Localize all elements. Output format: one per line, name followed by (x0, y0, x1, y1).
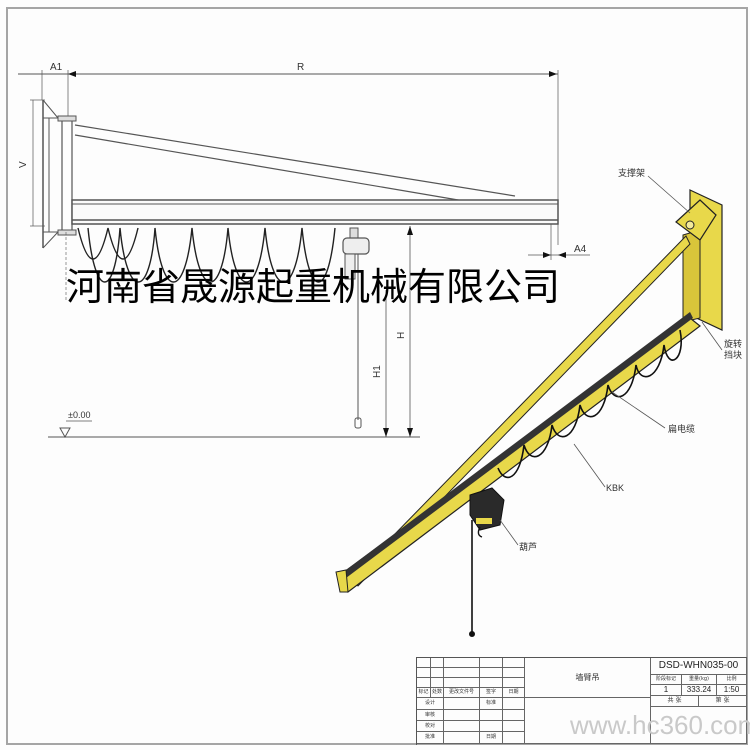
tb-total-sheets: 共 张 (651, 696, 699, 707)
tb-stage-value: 1 (651, 685, 682, 696)
tb-attr-scale: 比例 (717, 675, 747, 685)
tb-header-sign: 签字 (480, 688, 503, 698)
tb-header-date: 日期 (503, 688, 525, 698)
dim-v-label: V (18, 161, 29, 168)
dim-h1-label: H1 (372, 365, 383, 378)
iso-view (335, 189, 723, 637)
tb-design-label: 设计 (417, 698, 444, 710)
tb-weight-value: 333.24 (682, 685, 717, 696)
watermark: www.hc360.com (570, 710, 750, 740)
tb-header-count: 处数 (431, 688, 444, 698)
drawing-title: 墙臂吊 (525, 658, 651, 698)
tb-scale-value: 1:50 (717, 685, 747, 696)
tb-header-mark: 标记 (417, 688, 431, 698)
tb-sheet-number: 第 张 (699, 696, 747, 707)
side-view (18, 70, 590, 439)
callout-hoist: 葫芦 (519, 541, 537, 553)
callout-leaders (499, 175, 723, 546)
drawing-frame (6, 7, 748, 745)
callout-flat-cable: 扁电缆 (668, 423, 695, 435)
title-block: 标记 处数 更改文件号 签字 日期 设计 标准 审核 校对 批准 日期 墙臂吊 … (416, 657, 747, 745)
tb-standard-label: 标准 (480, 698, 503, 710)
drawing-number: DSD-WHN035-00 (651, 658, 747, 675)
callout-rotation-stop-label: 旋转挡块 (724, 340, 743, 361)
dim-h-label: H (396, 332, 407, 339)
ground-level-label: ±0.00 (68, 410, 90, 420)
tb-approve-label: 批准 (417, 732, 444, 744)
dim-r-label: R (297, 62, 304, 73)
callout-support-frame: 支撑架 (618, 167, 645, 179)
callout-kbk: KBK (606, 483, 624, 493)
dim-a4-label: A4 (574, 244, 587, 255)
tb-attr-stage: 阶段标记 (651, 675, 682, 685)
company-name: 河南省晟源起重机械有限公司 (66, 265, 561, 309)
tb-attr-weight: 重量(kg) (682, 675, 717, 685)
tb-proofread-label: 校对 (417, 721, 444, 732)
tb-header-change-doc: 更改文件号 (444, 688, 480, 698)
dim-a1-label: A1 (50, 62, 63, 73)
tb-date-label: 日期 (480, 732, 503, 744)
tb-review-label: 审核 (417, 710, 444, 721)
